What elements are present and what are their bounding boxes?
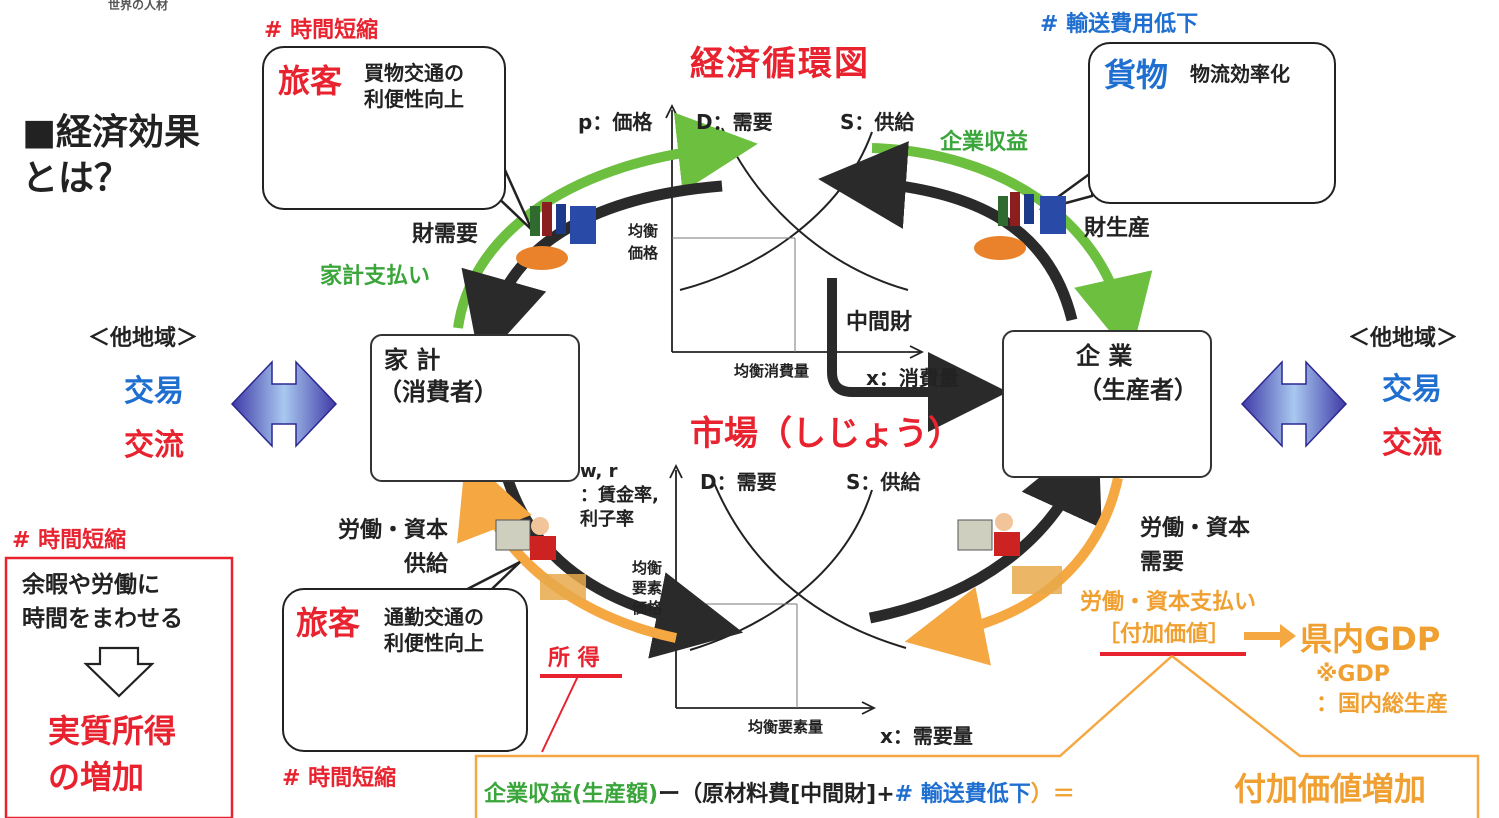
tag-time-short-left: # 時間短縮 xyxy=(12,528,127,553)
formula-part1: 企業収益(生産額) xyxy=(484,782,659,807)
node-company-line2: （生産者） xyxy=(1078,376,1198,404)
other-region-right-trade: 交易 xyxy=(1382,372,1442,407)
bubble-passenger-bottom-text: 通勤交通の 利便性向上 xyxy=(384,605,484,655)
other-region-left-trade: 交易 xyxy=(124,374,184,409)
header-logo: 世界の人材 xyxy=(108,0,169,12)
bubble-cargo-title: 貨物 xyxy=(1104,56,1169,94)
label-goods-production: 財生産 xyxy=(1084,216,1151,241)
node-household-line1: 家 計 xyxy=(384,346,441,374)
other-region-left-label: ＜他地域＞ xyxy=(88,326,199,351)
bubble-passenger-top: 旅客 買物交通の 利便性向上 xyxy=(262,46,506,210)
chart-bottom-eq-qty-label: 均衡要素量 xyxy=(748,718,824,736)
chart-bottom-x-label: x：需要量 xyxy=(880,724,973,748)
chart-bottom-supply-curve xyxy=(689,489,873,651)
gdp-arrow xyxy=(1244,624,1296,648)
worker-figure-left xyxy=(495,517,586,600)
label-income: 所 得 xyxy=(548,646,600,671)
chart-top-supply-label: S：供給 xyxy=(840,110,915,134)
formula-part4: ）＝ xyxy=(1030,782,1075,807)
arrow-goods-demand xyxy=(461,180,723,365)
formula-part3: # 輸送費低下 xyxy=(894,782,1031,807)
label-intermediate: 中間財 xyxy=(846,310,913,335)
chart-top-demand-label: D：需要 xyxy=(696,110,773,134)
chart-bottom-eq-price-label: 均衡 要素 価格 xyxy=(632,559,663,617)
chart-bottom-demand-curve xyxy=(711,477,907,649)
label-labor-supply: 労働・資本 供給 xyxy=(338,518,449,577)
tag-time-short-top: # 時間短縮 xyxy=(264,18,379,43)
other-region-right-label: ＜他地域＞ xyxy=(1348,326,1459,351)
trade-arrow-right xyxy=(1240,360,1348,448)
formula: 企業収益(生産額)ー（原材料費[中間財]+# 輸送費低下）＝ xyxy=(484,776,1075,808)
label-company-revenue: 企業収益 xyxy=(940,130,1029,155)
label-goods-demand: 財需要 xyxy=(412,222,479,247)
bubble-passenger-bottom-title: 旅客 xyxy=(296,604,361,642)
arrow-company-revenue xyxy=(871,143,1153,358)
goods-figure-left xyxy=(516,202,596,270)
node-household-line2: （消費者） xyxy=(378,378,498,406)
chart-top-x-label: x：消費量 xyxy=(866,366,959,390)
left-box-result: 実質所得 の増加 xyxy=(48,712,177,796)
node-market: 市場（しじょう） xyxy=(690,414,962,454)
chart-bottom-demand-label: D：需要 xyxy=(700,470,777,494)
page-title: 経済循環図 xyxy=(690,44,870,84)
arrow-intermediate-goods xyxy=(827,278,1008,432)
tag-transport-cost: # 輸送費用低下 xyxy=(1040,12,1199,37)
chart-top-eq-qty-label: 均衡消費量 xyxy=(734,362,810,380)
chart-bottom-y-label: w, r ：賃金率, 利子率 xyxy=(580,461,659,530)
chart-bottom xyxy=(669,463,907,715)
chart-top-y-label: p：価格 xyxy=(578,110,653,134)
node-company: 企 業 （生産者） xyxy=(1002,330,1212,478)
worker-figure-right xyxy=(957,513,1062,594)
value-added-gdp: 県内GDP xyxy=(1300,620,1441,658)
goods-figure-right xyxy=(974,192,1066,260)
bubble-passenger-top-text: 買物交通の 利便性向上 xyxy=(364,61,464,111)
formula-result: 付加価値増加 xyxy=(1234,770,1427,808)
tag-time-short-bottom: # 時間短縮 xyxy=(282,766,397,791)
trade-arrow-left xyxy=(230,360,338,448)
bubble-passenger-bottom: 旅客 通勤交通の 利便性向上 xyxy=(282,588,528,752)
chart-top-eq-price-label: 均衡 価格 xyxy=(628,222,659,262)
bubble-cargo-text: 物流効率化 xyxy=(1190,62,1290,86)
label-labor-pay: 労働・資本支払い xyxy=(1080,590,1257,615)
value-added-label: ［付加価値］ xyxy=(1098,622,1231,647)
chart-top-supply-curve xyxy=(679,131,873,291)
down-arrow-icon xyxy=(83,646,155,698)
value-added-note: ※GDP ：国内総生産 xyxy=(1316,662,1449,717)
node-company-line1: 企 業 xyxy=(1076,342,1133,370)
label-labor-demand: 労働・資本 需要 xyxy=(1140,516,1251,575)
bubble-cargo: 貨物 物流効率化 xyxy=(1088,42,1336,204)
heading: ■経済効果 とは？ xyxy=(22,112,201,199)
other-region-right-exchange: 交流 xyxy=(1382,426,1442,461)
bubble-passenger-top-title: 旅客 xyxy=(278,62,343,100)
chart-bottom-supply-label: S：供給 xyxy=(846,470,921,494)
formula-part2: ー（原材料費[中間財]+ xyxy=(658,782,895,807)
node-household: 家 計 （消費者） xyxy=(370,334,580,482)
left-box-text: 余暇や労働に 時間をまわせる xyxy=(22,572,183,632)
label-household-pay: 家計支払い xyxy=(320,264,431,289)
other-region-left-exchange: 交流 xyxy=(124,428,184,463)
